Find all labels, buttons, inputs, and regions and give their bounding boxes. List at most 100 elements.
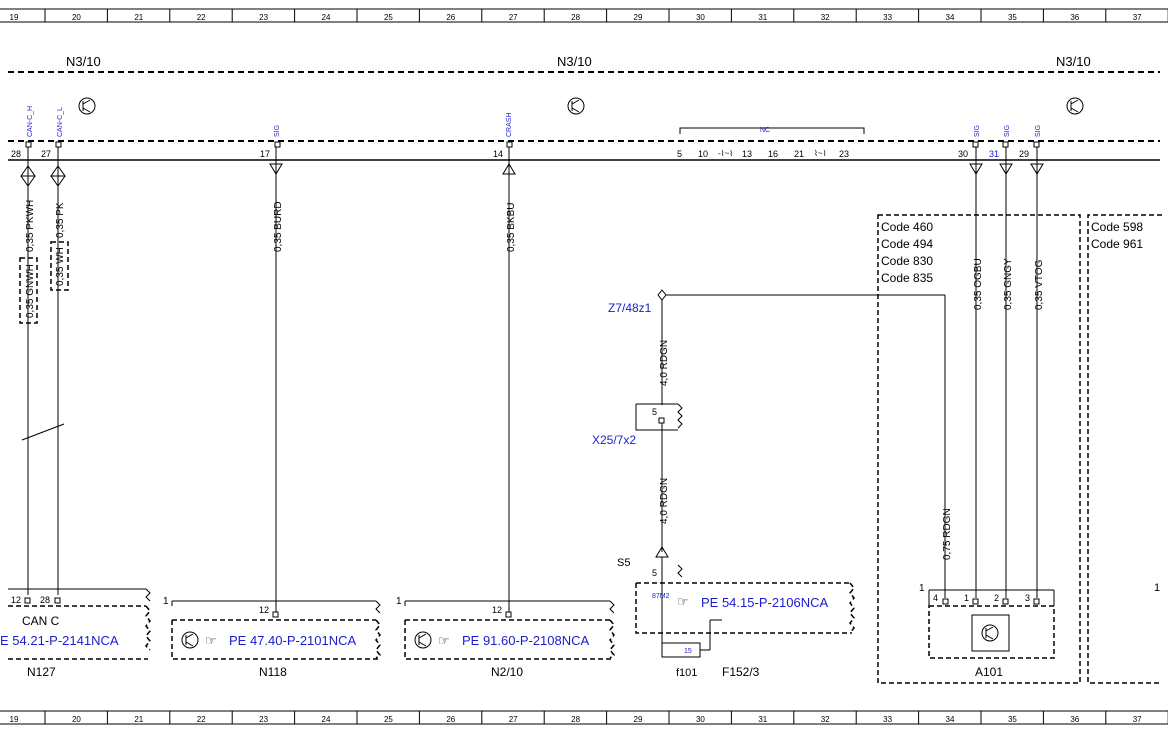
link-symbol: -⌇~⌇	[718, 149, 733, 158]
transistor-icon	[567, 97, 585, 115]
a101-wires	[969, 147, 1044, 598]
wire-label: 0,35 GNWH	[25, 264, 36, 318]
ruler-number: 37	[1133, 715, 1142, 724]
pin-number: 2	[994, 593, 999, 603]
code-list-1: Code 460 Code 494 Code 830 Code 835	[881, 220, 933, 285]
ruler-number: 25	[384, 13, 393, 22]
strip-pin-numbers: 28 27 17 14 5 10 13 16 21 23 30 31 29	[11, 149, 1029, 159]
reference-hand-icon: ☞	[438, 633, 450, 648]
reference-link-n118[interactable]: PE 47.40-P-2101NCA	[229, 633, 357, 648]
component-label: A101	[975, 665, 1003, 679]
wire-label: 0,35 BURD	[273, 201, 284, 252]
pin-number: 1	[919, 583, 925, 594]
ruler-number: 23	[259, 13, 268, 22]
pin-number: 27	[41, 149, 51, 159]
ruler-number: 36	[1070, 715, 1079, 724]
pin-number: 16	[768, 149, 778, 159]
pin-number: 29	[1019, 149, 1029, 159]
can-wires	[19, 147, 69, 595]
wire-label: 0,35 BKBU	[506, 203, 517, 252]
transistor-icon	[1066, 97, 1084, 115]
ruler-number: 26	[446, 13, 455, 22]
code-item: Code 598	[1091, 220, 1143, 234]
pin-number: 4	[933, 593, 938, 603]
pin-number: 12	[259, 605, 269, 615]
ruler-number: 34	[946, 715, 955, 724]
connector-s5-label: S5	[617, 557, 630, 569]
component-n210: ☞	[404, 600, 616, 660]
ruler-number: 20	[72, 13, 81, 22]
component-label: N2/10	[491, 665, 523, 679]
ruler-number: 37	[1133, 13, 1142, 22]
ruler-number: 31	[758, 715, 767, 724]
component-f152: ☞	[635, 582, 855, 658]
pin-number: 12	[492, 605, 502, 615]
ruler-number: 33	[883, 715, 892, 724]
pin-number: 1	[396, 596, 402, 607]
wire-label: 0,35 OGBU	[973, 258, 984, 310]
wire-label: 0,35 VTOG	[1034, 259, 1045, 310]
connector-x25-label: X25/7x2	[592, 433, 636, 447]
pin-number: 21	[794, 149, 804, 159]
wire-label: 0,75 RDGN	[942, 508, 953, 560]
pin-number: 23	[839, 149, 849, 159]
pin-number: 14	[493, 149, 503, 159]
wire-label: 4,0 RDGN	[659, 340, 670, 386]
edge-pin-number: 1	[1154, 582, 1160, 594]
signal-label: SIG	[1004, 125, 1011, 137]
fuse-pin-label: 87M2	[652, 593, 670, 600]
ruler-number: 23	[259, 715, 268, 724]
code-item: Code 460	[881, 220, 933, 234]
reference-hand-icon: ☞	[205, 633, 217, 648]
pin-number: 28	[11, 149, 21, 159]
reference-link-n210[interactable]: PE 91.60-P-2108NCA	[462, 633, 590, 648]
code-item: Code 835	[881, 271, 933, 285]
reference-link-n127[interactable]: E 54.21-P-2141NCA	[0, 633, 119, 648]
connector-pin: 5	[652, 407, 657, 417]
signal-label: SIG	[1035, 125, 1042, 137]
fuse-value: 15	[684, 648, 692, 655]
reference-link-f152[interactable]: PE 54.15-P-2106NCA	[701, 595, 829, 610]
component-label: N118	[259, 665, 287, 679]
link-symbol: ⌇~⌇	[814, 149, 826, 158]
nc-bracket: NC	[679, 127, 865, 134]
signal-label: CRASH	[506, 112, 513, 137]
ruler-number: 28	[571, 715, 580, 724]
pin-number: 17	[260, 149, 270, 159]
ruler-number: 36	[1070, 13, 1079, 22]
wire-label: 0,35 WH	[55, 247, 66, 286]
reference-hand-icon: ☞	[677, 594, 689, 609]
nc-label: NC	[760, 127, 770, 134]
ruler-number: 34	[946, 13, 955, 22]
pin-number: 12	[11, 595, 21, 605]
ruler-number: 26	[446, 715, 455, 724]
connector-z7-label: Z7/48z1	[608, 301, 652, 315]
pin-number: 10	[698, 149, 708, 159]
fuse-label: f101	[676, 667, 697, 679]
wire-label: 0,35 PK	[55, 202, 66, 238]
code-option-box	[877, 214, 1081, 684]
ruler-number: 27	[509, 13, 518, 22]
ruler-number: 35	[1008, 715, 1017, 724]
pin-number: 30	[958, 149, 968, 159]
ruler-number: 22	[197, 13, 206, 22]
pin-number: 3	[1025, 593, 1030, 603]
n118-wire	[269, 147, 283, 612]
ruler-number: 19	[10, 715, 19, 724]
ruler-number: 24	[322, 715, 331, 724]
ruler-number: 28	[571, 13, 580, 22]
ruler-number: 32	[821, 13, 830, 22]
component-n127	[8, 588, 151, 660]
code-item: Code 494	[881, 237, 933, 251]
transistor-icon	[981, 624, 999, 642]
ruler-number: 21	[134, 13, 143, 22]
ruler-number: 30	[696, 715, 705, 724]
ruler-number: 30	[696, 13, 705, 22]
module-label-right: N3/10	[1056, 54, 1091, 69]
connector-pin: 5	[652, 568, 657, 578]
pin-number: 13	[742, 149, 752, 159]
power-path	[635, 289, 946, 598]
transistor-icon	[78, 97, 96, 115]
